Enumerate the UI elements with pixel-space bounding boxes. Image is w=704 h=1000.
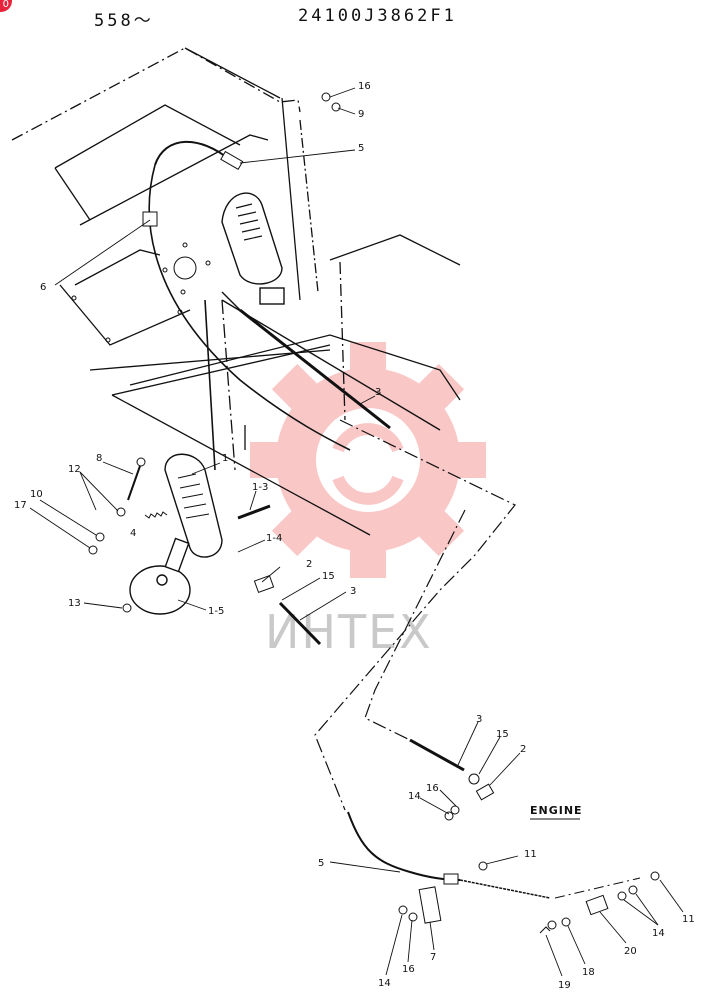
spring-4: [144, 511, 168, 519]
callout-4: 4: [130, 528, 136, 539]
callout-2: 2: [520, 744, 526, 755]
cable-clamp: [142, 211, 158, 227]
upper-cable-5: [154, 140, 231, 166]
callout-16: 16: [402, 964, 415, 975]
callout-1-3: 1-3: [252, 482, 268, 493]
callout-6: 6: [40, 282, 46, 293]
small-hardware: [88, 92, 341, 613]
callout-17: 17: [14, 500, 27, 511]
callout-16: 16: [426, 783, 439, 794]
routing-line-2: [364, 509, 466, 741]
callout-5: 5: [318, 858, 324, 869]
engine-rod-3: [409, 738, 465, 772]
callout-3: 3: [350, 586, 356, 597]
engine-label: ENGINE: [530, 804, 583, 817]
callout-8: 8: [96, 453, 102, 464]
upper-accelerator-pedal: [221, 192, 441, 431]
callout-5: 5: [358, 143, 364, 154]
routing-line: [314, 419, 516, 811]
callout-1: 1: [222, 453, 228, 464]
cable-dash: [554, 877, 641, 899]
callout-9: 9: [358, 109, 364, 120]
callout-16: 16: [358, 81, 371, 92]
part-number-label: 24100J3862F1: [298, 6, 457, 26]
callout-labels: 16 9 5 6 3 8 1 12 1-3 10 17 4 1-4 2 15 3…: [14, 81, 695, 991]
callout-11: 11: [524, 849, 537, 860]
lower-cable-hardware: [398, 861, 660, 934]
callout-13: 13: [68, 598, 81, 609]
callout-14: 14: [652, 928, 665, 939]
callout-2: 2: [306, 559, 312, 570]
watermark-gear-icon: [250, 342, 486, 578]
callout-15: 15: [496, 729, 509, 740]
callout-3: 3: [476, 714, 482, 725]
callout-1-4: 1-4: [266, 533, 282, 544]
bolt-8: [127, 457, 146, 501]
cable-adjuster: [220, 150, 244, 171]
panel-holes: [71, 242, 211, 343]
callout-10: 10: [30, 489, 43, 500]
engine-hardware: [444, 773, 495, 821]
pin-1-3: [237, 504, 271, 520]
callout-15: 15: [322, 571, 335, 582]
lower-cable-5: [347, 811, 461, 881]
lower-accelerator-pedal: [129, 453, 223, 615]
callout-19: 19: [558, 980, 571, 991]
rod-joint-2: [253, 574, 275, 594]
callout-12: 12: [68, 464, 81, 475]
serial-range-label: 558～: [94, 11, 154, 31]
callout-1-5: 1-5: [208, 606, 224, 617]
upper-rod-3: [239, 308, 391, 430]
machine-body-outline: [11, 47, 461, 536]
callout-14: 14: [378, 978, 391, 989]
callout-3: 3: [375, 387, 381, 398]
callout-11: 11: [682, 914, 695, 925]
lower-rod-3: [278, 601, 322, 646]
cable-wire: [459, 879, 551, 899]
leader-lines: [29, 87, 684, 977]
callout-20: 20: [624, 946, 637, 957]
callout-7: 7: [430, 952, 436, 963]
callout-14: 14: [408, 791, 421, 802]
callout-18: 18: [582, 967, 595, 978]
